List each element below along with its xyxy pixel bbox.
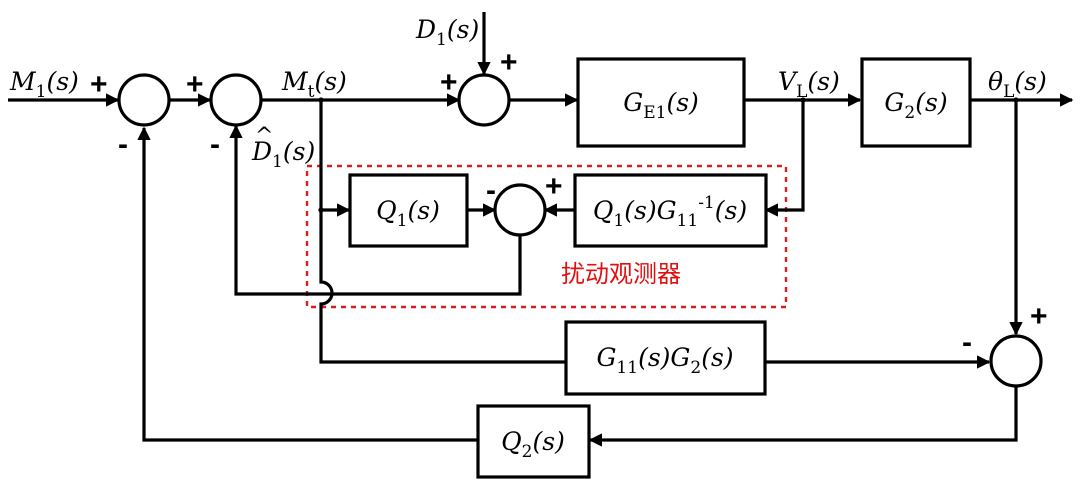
junction-theta	[1013, 97, 1019, 103]
signal-vl: VL(s)	[778, 67, 840, 102]
signal-theta-l: θL(s)	[988, 67, 1047, 102]
sign-sum4-in: +	[545, 170, 563, 203]
block-q2	[476, 404, 591, 479]
sign-sum5-top: +	[1030, 300, 1048, 333]
sum-junction-3	[457, 73, 511, 127]
label-q1: Q1(s)	[376, 196, 440, 231]
junction-mt-q1	[318, 207, 324, 213]
label-g2: G2(s)	[884, 88, 947, 123]
signal-m1: M1(s)	[9, 67, 79, 102]
block-g11g2	[564, 320, 767, 396]
sign-sum5-in: -	[962, 326, 972, 359]
junction-mt	[318, 97, 324, 103]
sign-sum2-fb: -	[210, 128, 220, 161]
sum-junction-2	[209, 73, 263, 127]
block-q1	[348, 173, 469, 248]
sign-sum1-in: +	[90, 68, 108, 101]
edge-dhat-sum2	[229, 124, 522, 296]
sum-junction-1	[117, 73, 171, 127]
label-ge1: GE1(s)	[623, 88, 699, 123]
sign-sum4-fb: -	[486, 174, 496, 207]
sum-junction-5	[989, 334, 1043, 388]
edge-q2-sum1	[137, 126, 477, 442]
block-ge1	[576, 57, 746, 148]
signal-d1-hat: D1(s)	[251, 137, 315, 172]
signal-mt: Mt(s)	[281, 67, 347, 102]
label-g11g2: G11(s)G2(s)	[596, 343, 733, 378]
junction-vl	[800, 97, 806, 103]
observer-label: 扰动观测器	[561, 260, 681, 288]
sum-junction-4	[493, 183, 547, 237]
block-q1g11inv	[573, 173, 768, 248]
label-q1g11inv: Q1(s)G11-1(s)	[593, 193, 747, 231]
edge-vl-observer	[764, 100, 805, 217]
hat-accent: ^	[255, 124, 273, 149]
edge-sum5-q2	[588, 387, 1018, 447]
sign-sum2-in: +	[186, 68, 204, 101]
sign-sum3-dist: +	[500, 46, 518, 79]
sign-sum3-in: +	[440, 66, 458, 99]
signal-d1: D1(s)	[415, 15, 479, 50]
block-g2	[860, 57, 972, 148]
sign-sum1-fb: -	[118, 128, 128, 161]
label-q2: Q2(s)	[501, 427, 565, 462]
edge-mt-down	[319, 100, 565, 364]
